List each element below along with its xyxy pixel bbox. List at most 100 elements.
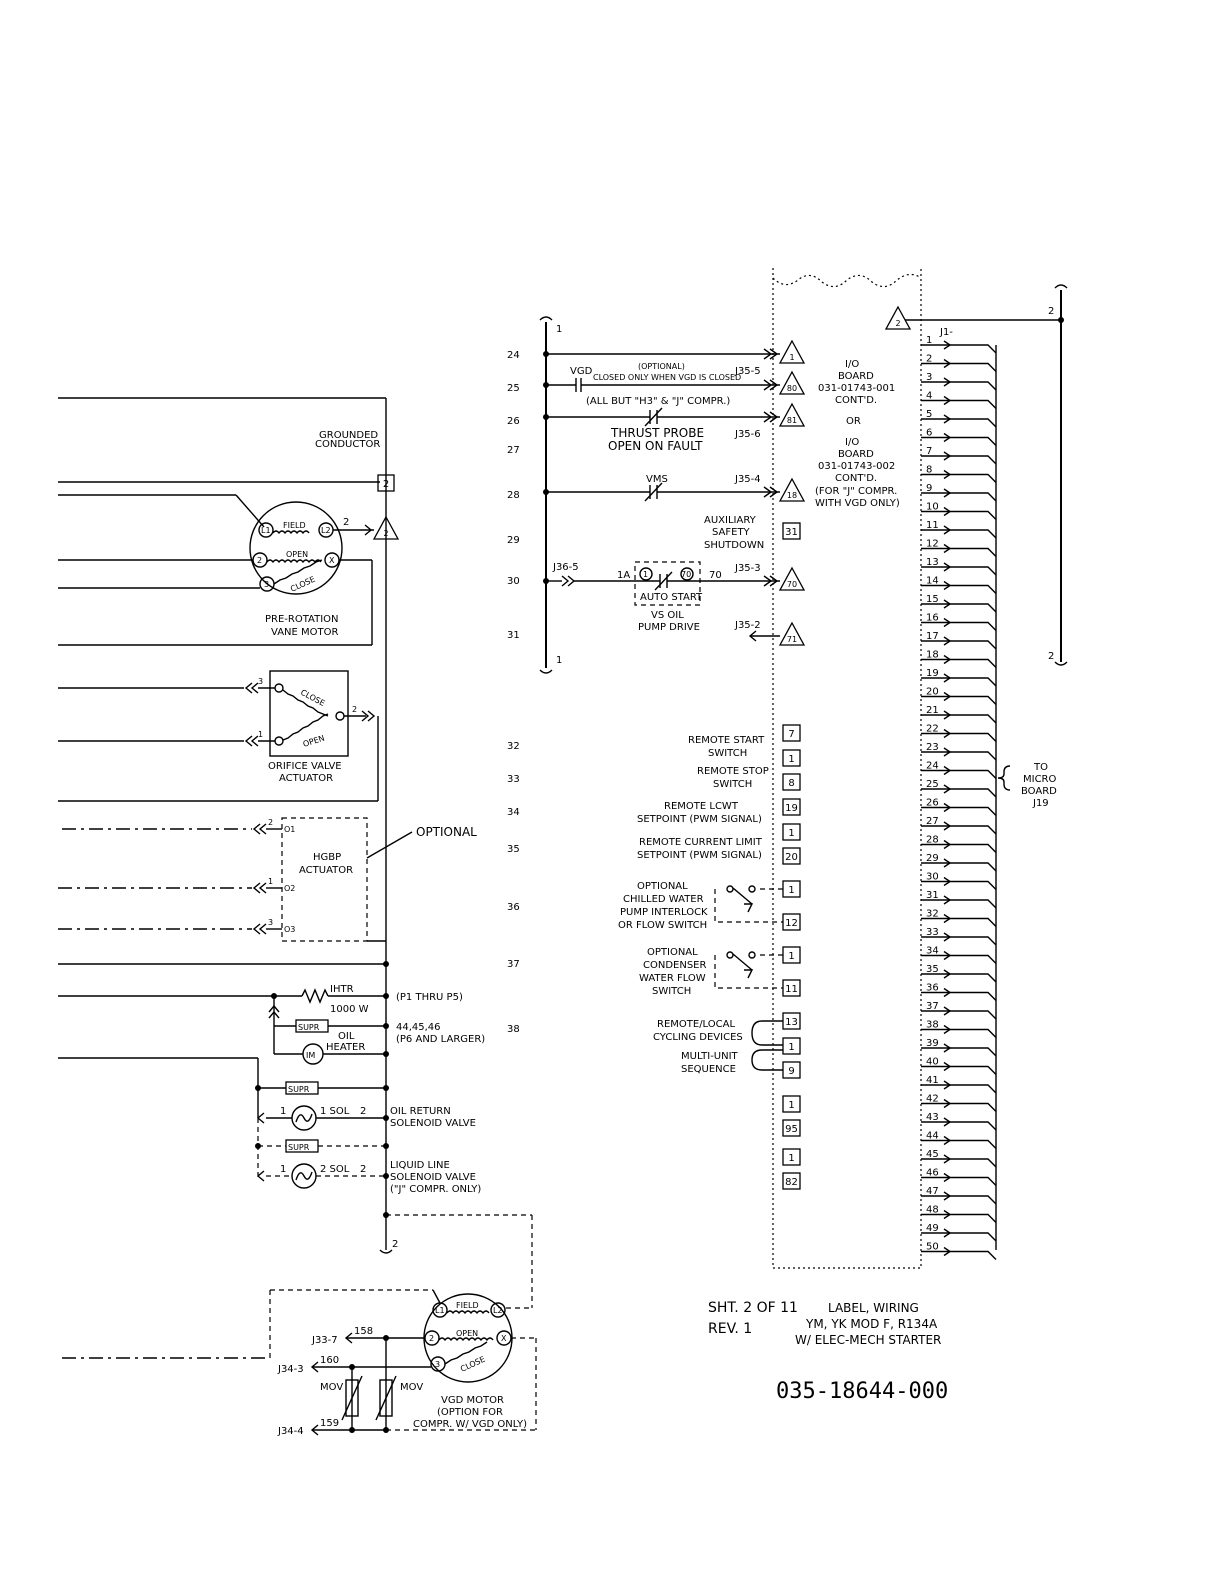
- prv-open: OPEN: [286, 550, 308, 559]
- liquid-line-label-3: ("J" COMPR. ONLY): [390, 1184, 481, 1195]
- j1-pin: 33: [921, 927, 997, 946]
- io-board-text-6: BOARD: [838, 449, 874, 460]
- title-block: SHT. 2 OF 11 REV. 1 LABEL, WIRING YM, YK…: [708, 1300, 948, 1404]
- ov-close: CLOSE: [299, 688, 326, 708]
- j1-pin: 7: [921, 446, 997, 465]
- j1-pin-label: 13: [926, 557, 939, 568]
- j1-pin: 17: [921, 631, 997, 650]
- rung-number: 34: [507, 807, 520, 818]
- terminal-block: 1: [782, 1148, 801, 1166]
- rung-number: 32: [507, 741, 520, 752]
- j1-pin: 39: [921, 1038, 997, 1057]
- cd-label-4: SWITCH: [652, 986, 691, 997]
- sol1-wire-1: 1: [280, 1106, 286, 1117]
- remote-stop-label: REMOTE STOP: [697, 766, 769, 777]
- vgd-x: X: [501, 1334, 507, 1343]
- terminal-label: 82: [785, 1177, 798, 1188]
- io-board-text-5: I/O: [845, 437, 859, 448]
- terminal-label: 95: [785, 1124, 798, 1135]
- cw-label-1: OPTIONAL: [637, 881, 688, 892]
- j1-pin-label: 39: [926, 1038, 939, 1049]
- ov-wire-3: 3: [258, 677, 263, 686]
- vgd-t3: 3: [435, 1360, 440, 1369]
- j1-pin-label: 36: [926, 983, 939, 994]
- j1-pin: 9: [921, 483, 997, 502]
- wire-160-label: 160: [320, 1355, 339, 1366]
- j1-pin: 2: [921, 354, 997, 372]
- terminal-block: 13: [782, 1012, 801, 1030]
- terminal-label: 1: [788, 1100, 794, 1111]
- liquid-line-label-1: LIQUID LINE: [390, 1160, 450, 1171]
- j35-4-label: J35-4: [734, 474, 761, 485]
- prv-field: FIELD: [283, 521, 306, 530]
- j1-pin: 30: [921, 872, 997, 890]
- j1-pin: 15: [921, 594, 997, 613]
- terminal-label: 20: [785, 852, 798, 863]
- terminal-block: 95: [782, 1119, 801, 1137]
- j1-pin-label: 46: [926, 1168, 939, 1179]
- ov-wire-2: 2: [352, 705, 357, 714]
- j1-pin: 37: [921, 1001, 997, 1020]
- j1-pin-label: 14: [926, 576, 939, 587]
- j1-pin-label: 30: [926, 872, 939, 883]
- terminal-label: 1: [788, 885, 794, 896]
- j1-pin: 11: [921, 520, 997, 539]
- reference-triangle: 71: [778, 621, 806, 646]
- rung-number: 26: [507, 416, 520, 427]
- prv-l1: L1: [261, 526, 271, 535]
- auto-start-label: AUTO START: [640, 592, 703, 603]
- io-board-text-2: BOARD: [838, 371, 874, 382]
- rung-number: 25: [507, 383, 520, 394]
- j1-pin-label: 22: [926, 724, 939, 735]
- j1-pin: 50: [921, 1242, 997, 1260]
- j1-pin-label: 3: [926, 372, 932, 383]
- j1-pin: 46: [921, 1168, 997, 1186]
- to-micro-2: MICRO: [1023, 774, 1057, 785]
- rung-number: 29: [507, 535, 520, 546]
- j1-pin: 36: [921, 983, 997, 1001]
- sol1-wire-2: 2: [360, 1106, 366, 1117]
- sol2-label: 2 SOL: [320, 1164, 350, 1175]
- j1-pin-label: 23: [926, 742, 939, 753]
- terminal-label: 12: [785, 918, 798, 929]
- j1-pin: 16: [921, 613, 997, 631]
- triangle-label: 70: [787, 580, 797, 589]
- reference-triangle: 81: [778, 402, 806, 427]
- terminal-block: 7: [782, 724, 801, 742]
- j1-pin-label: 42: [926, 1094, 939, 1105]
- rung-number: 27: [507, 445, 520, 456]
- j1-pin: 32: [921, 909, 997, 927]
- closed-vgd-label: CLOSED ONLY WHEN VGD IS CLOSED: [593, 373, 741, 382]
- terminal-block: 9: [782, 1061, 801, 1079]
- cw-label-4: OR FLOW SWITCH: [618, 920, 707, 931]
- rung-number: 30: [507, 576, 520, 587]
- hg-term-3: O3: [284, 925, 295, 934]
- j35-2-label: J35-2: [734, 620, 761, 631]
- j1-pin: 21: [921, 705, 997, 724]
- hg-term-1: O1: [284, 825, 295, 834]
- terminal-block: 1: [782, 946, 801, 964]
- io-board-text-or: OR: [846, 416, 861, 427]
- ihtr-label: IHTR: [330, 984, 354, 995]
- to-micro-3: BOARD: [1021, 786, 1057, 797]
- terminal-label: 7: [788, 729, 794, 740]
- reference-triangle: 18: [778, 477, 806, 502]
- j1-header: J1-: [939, 327, 953, 338]
- terminal-label: 11: [785, 984, 798, 995]
- left-bus-bottom: 2: [392, 1239, 398, 1250]
- terminal-block: 20: [782, 847, 801, 865]
- j1-pin: 10: [921, 502, 997, 520]
- j1-pin: 31: [921, 890, 997, 909]
- j1-pin-label: 48: [926, 1205, 939, 1216]
- j1-pin-label: 8: [926, 465, 932, 476]
- terminal-label: 13: [785, 1017, 798, 1028]
- triangle-label: 18: [787, 491, 797, 500]
- rcl-label: REMOTE CURRENT LIMIT: [639, 837, 763, 848]
- j1-pin-label: 27: [926, 816, 939, 827]
- j1-pin: 43: [921, 1112, 997, 1131]
- terminal-label: 1: [788, 1153, 794, 1164]
- rung-number: 35: [507, 844, 520, 855]
- wire-159-label: 159: [320, 1418, 339, 1429]
- hg-wire-3: 3: [268, 918, 273, 927]
